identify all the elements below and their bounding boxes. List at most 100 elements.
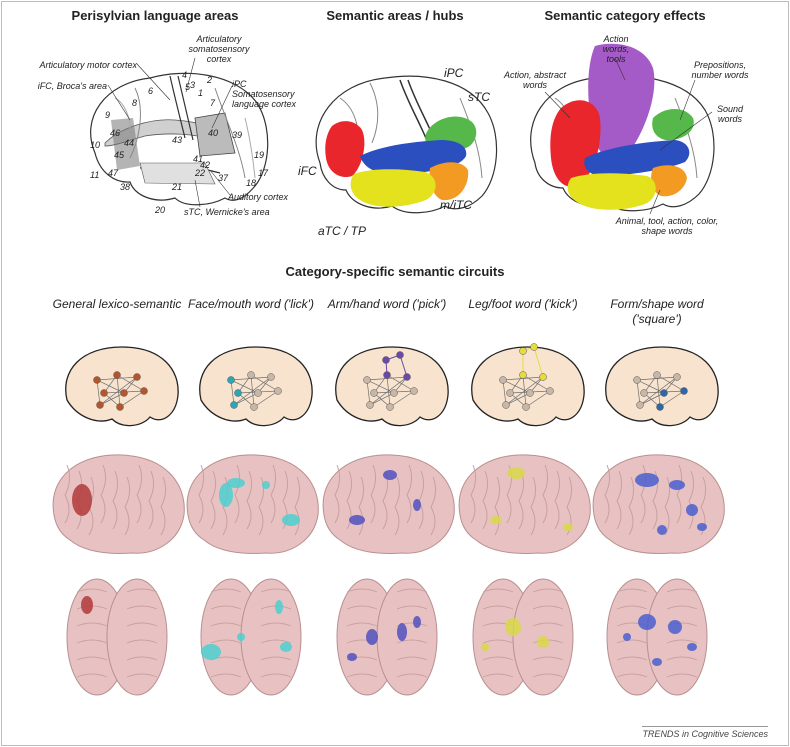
activation-blob: [563, 523, 573, 531]
circuit-link: [96, 379, 125, 394]
schematic-brain-2: [335, 346, 449, 427]
circuit-link: [386, 374, 415, 392]
circuit-node: [522, 403, 530, 411]
gyrus-line: [76, 588, 108, 593]
activation-blob: [280, 642, 292, 652]
activation-blob: [697, 523, 707, 531]
top-brain-right-4: [646, 578, 708, 696]
circuit-node: [410, 387, 418, 395]
gyrus-line: [396, 656, 428, 661]
gyrus-line: [532, 588, 564, 593]
ba-39: 39: [232, 130, 243, 140]
ba-42: 42: [200, 160, 211, 170]
cat-purple-region: [588, 43, 655, 162]
gyrus-line: [666, 605, 698, 610]
circuit-node: [250, 403, 258, 411]
circuit-link: [525, 390, 551, 408]
ba-21: 21: [172, 182, 183, 192]
gyrus-line: [666, 588, 698, 593]
circuit-link: [230, 379, 259, 394]
gyrus-line: [666, 639, 698, 644]
cat-label-prepositions: Prepositions, number words: [691, 60, 749, 80]
gyrus-line: [530, 476, 537, 536]
ba-41: 41: [193, 154, 204, 164]
gyrus-line: [112, 470, 119, 530]
activation-blob: [490, 516, 502, 524]
ba-8: 8: [132, 98, 138, 108]
gyrus-line: [676, 464, 683, 524]
gyrus-line: [124, 476, 131, 536]
cat-green-region: [652, 109, 694, 141]
circuit-link: [119, 390, 145, 408]
ba-17: 17: [258, 168, 269, 178]
gyrus-line: [482, 673, 514, 678]
top-brain-right-0: [106, 578, 168, 696]
ba-9: 9: [105, 110, 111, 120]
gyrus-line: [616, 639, 648, 644]
activation-blob: [262, 481, 270, 489]
circuit-node: [506, 389, 514, 397]
hub-atc-region: [350, 169, 436, 207]
circuit-node: [680, 387, 688, 395]
gyrus-line: [666, 656, 698, 661]
gyrus-line: [126, 639, 158, 644]
gyrus-line: [616, 673, 648, 678]
gyrus-line: [532, 622, 564, 627]
activation-blob: [397, 623, 407, 641]
ba-6: 6: [148, 86, 154, 96]
col-label-leg: Leg/foot word ('kick'): [468, 297, 578, 311]
gyrus-line: [532, 605, 564, 610]
activation-blob: [507, 467, 525, 479]
gyrus-line: [470, 464, 477, 524]
circuit-node: [363, 376, 371, 384]
activation-blob: [638, 614, 656, 630]
gyrus-line: [616, 605, 648, 610]
activation-blob: [347, 653, 357, 661]
hub-label-mitc: m/iTC: [440, 198, 472, 212]
gyrus-line: [604, 464, 611, 524]
circuit-node: [519, 371, 527, 379]
label-ipc-somatosensory: iPC Somatosensory language cortex: [232, 79, 297, 109]
gyrus-line: [260, 639, 292, 644]
activation-blob: [481, 643, 489, 651]
lateral-brain-0: [52, 454, 185, 554]
activation-blob: [635, 473, 659, 487]
gyrus-line: [260, 588, 292, 593]
gyrus-line: [532, 673, 564, 678]
gyrus-line: [270, 464, 277, 524]
gyrus-line: [396, 639, 428, 644]
gyrus-line: [430, 476, 437, 536]
gyrus-line: [518, 470, 525, 530]
ba-38: 38: [120, 182, 131, 192]
circuit-link: [639, 392, 665, 406]
gyrus-line: [76, 656, 108, 661]
ba-10: 10: [90, 140, 101, 150]
circuit-node: [370, 389, 378, 397]
circuit-node: [383, 371, 391, 379]
activation-blob: [623, 633, 631, 641]
circuit-node: [247, 371, 255, 379]
circuit-link: [502, 379, 507, 406]
circuit-link: [522, 374, 551, 392]
gyrus-line: [394, 476, 401, 536]
circuit-link: [639, 376, 678, 406]
label-articulatory-motor: Articulatory motor cortex: [39, 60, 137, 70]
activation-blob: [657, 525, 667, 535]
circuit-node: [502, 401, 510, 409]
gyrus-line: [628, 476, 635, 536]
circuit-link: [250, 374, 279, 392]
cat-orange-region: [651, 165, 687, 197]
label-broca: iFC, Broca's area: [37, 81, 107, 91]
circuit-node: [230, 401, 238, 409]
gyrus-line: [198, 464, 205, 524]
activation-blob: [72, 484, 92, 516]
gyrus-line: [482, 588, 514, 593]
journal-credit: TRENDS in Cognitive Sciences: [642, 726, 768, 739]
circuit-node: [636, 401, 644, 409]
gyrus-line: [554, 470, 561, 530]
ba-7: 7: [210, 98, 216, 108]
gyrus-line: [666, 673, 698, 678]
circuit-node: [656, 403, 664, 411]
circuit-link: [369, 376, 408, 406]
